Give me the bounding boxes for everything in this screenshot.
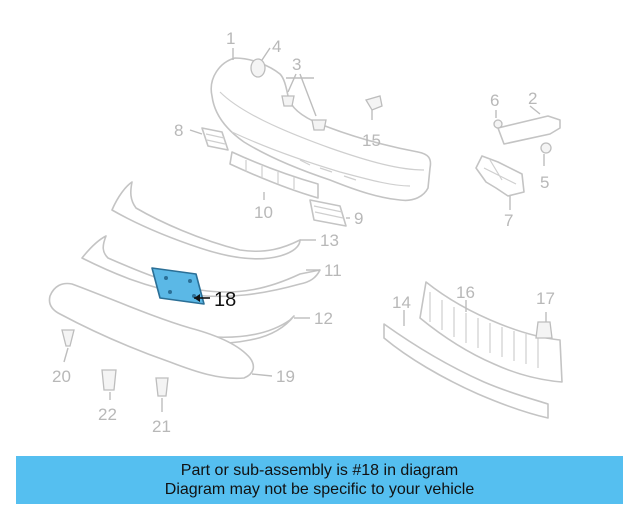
fastener-part-4 <box>250 58 266 78</box>
absorber-part-14 <box>383 323 549 419</box>
fastener-part-21 <box>155 377 169 397</box>
strip-part-13 <box>111 181 301 260</box>
callout-9: 9 <box>354 209 363 228</box>
callout-17: 17 <box>536 289 555 308</box>
callout-labels: 1 2 3 4 5 6 7 8 9 10 11 12 13 14 15 16 1… <box>52 29 555 436</box>
valance-part-19 <box>48 282 255 380</box>
callout-8: 8 <box>174 121 183 140</box>
callout-3: 3 <box>292 55 301 74</box>
info-banner: Part or sub-assembly is #18 in diagram D… <box>16 456 623 504</box>
callout-6: 6 <box>490 91 499 110</box>
callout-1: 1 <box>226 29 235 48</box>
license-bracket-part-18 <box>151 267 205 305</box>
fastener-part-22 <box>101 369 117 391</box>
fastener-part-15 <box>365 95 383 111</box>
callout-20: 20 <box>52 367 71 386</box>
callout-21: 21 <box>152 417 171 436</box>
callout-14: 14 <box>392 293 411 312</box>
callout-11: 11 <box>324 261 342 280</box>
lower-grille-part-10 <box>229 151 319 199</box>
fastener-part-20 <box>61 329 75 347</box>
leader-lines <box>63 47 547 412</box>
callout-18: 18 <box>214 289 236 311</box>
callout-7: 7 <box>504 211 513 230</box>
parts-diagram: 1 2 3 4 5 6 7 8 9 10 11 12 13 14 15 16 1… <box>48 29 563 436</box>
callout-2: 2 <box>528 89 537 108</box>
banner-line-2: Diagram may not be specific to your vehi… <box>164 481 475 498</box>
callout-10: 10 <box>254 203 273 222</box>
bracket-part-7 <box>475 155 525 197</box>
fastener-part-3 <box>281 95 327 131</box>
callout-19: 19 <box>276 367 295 386</box>
grille-part-9 <box>309 199 347 227</box>
callout-12: 12 <box>314 309 333 328</box>
callout-16: 16 <box>456 283 475 302</box>
callout-13: 13 <box>320 231 339 250</box>
bracket-part-2 <box>497 115 561 145</box>
callout-4: 4 <box>272 37 281 56</box>
reinforcement-part-16 <box>419 281 563 383</box>
callout-15: 15 <box>362 131 381 150</box>
grille-part-8 <box>201 127 229 151</box>
callout-22: 22 <box>98 405 117 424</box>
fastener-part-6 <box>493 119 503 129</box>
banner-line-1: Part or sub-assembly is #18 in diagram <box>180 462 459 479</box>
callout-5: 5 <box>540 173 549 192</box>
fastener-part-17 <box>535 321 553 339</box>
fastener-part-5 <box>540 142 552 154</box>
